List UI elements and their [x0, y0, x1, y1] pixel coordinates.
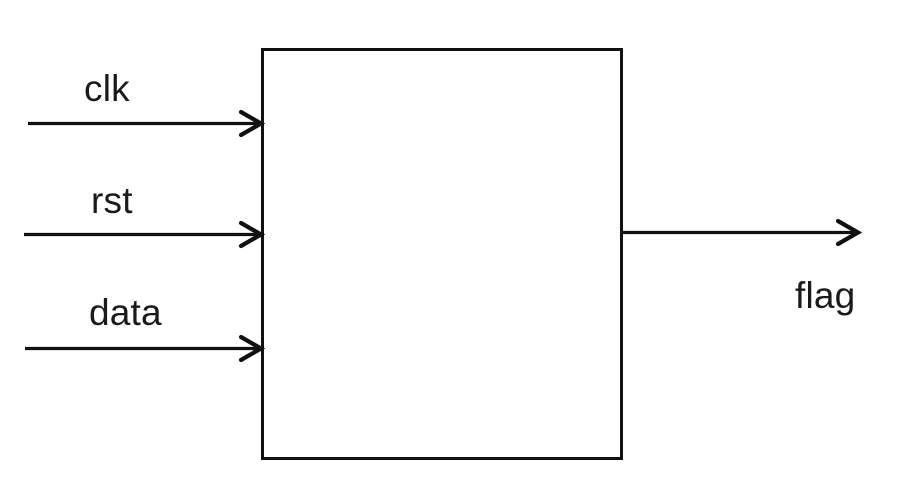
output-arrow-flag[interactable] [622, 218, 863, 247]
signal-label-rst: rst [91, 180, 133, 221]
signal-label-clk: clk [84, 68, 130, 109]
input-arrow-rst[interactable] [24, 220, 266, 249]
input-arrow-clk[interactable] [28, 109, 266, 138]
arrowhead-icon-clk [238, 109, 266, 138]
module-block[interactable] [261, 48, 623, 460]
signal-label-flag: flag [795, 275, 856, 316]
arrowhead-icon-rst [238, 220, 266, 249]
input-arrow-data[interactable] [25, 334, 266, 363]
signal-label-data: data [89, 292, 162, 333]
arrowhead-icon-flag [835, 218, 863, 247]
arrowhead-icon-data [238, 334, 266, 363]
